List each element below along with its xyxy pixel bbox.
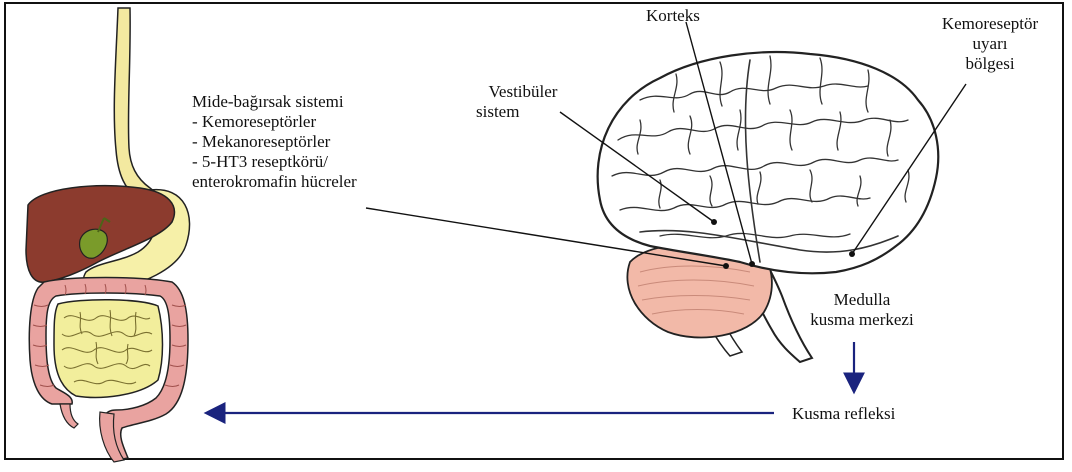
medulla-label: Medulla kusma merkezi	[796, 290, 928, 330]
gi-item-mechanoreceptors: - Mekanoreseptörler	[192, 132, 357, 152]
ctz-label-line3: bölgesi	[930, 54, 1050, 74]
digestive-system-illustration	[26, 8, 190, 462]
vestibular-label: Vestibüler sistem	[468, 82, 578, 122]
vestibular-label-line2: sistem	[468, 102, 578, 122]
gi-label-block: Mide-bağırsak sistemi - Kemoreseptörler …	[192, 92, 357, 192]
reflex-label: Kusma refleksi	[792, 404, 895, 424]
ctz-label: Kemoreseptör uyarı bölgesi	[930, 14, 1050, 74]
small-intestine	[54, 300, 163, 398]
gi-item-enterochromaffin: enterokromafin hücreler	[192, 172, 357, 192]
ctz-label-line2: uyarı	[930, 34, 1050, 54]
cortex-label: Korteks	[646, 6, 700, 26]
medulla-label-line1: Medulla	[796, 290, 928, 310]
gi-title: Mide-bağırsak sistemi	[192, 92, 357, 112]
esophagus	[114, 8, 160, 206]
ctz-label-line1: Kemoreseptör	[930, 14, 1050, 34]
gi-item-5ht3: - 5-HT3 reseptkörü/	[192, 152, 357, 172]
gi-item-chemoreceptors: - Kemoreseptörler	[192, 112, 357, 132]
vestibular-label-line1: Vestibüler	[468, 82, 578, 102]
medulla-label-line2: kusma merkezi	[796, 310, 928, 330]
